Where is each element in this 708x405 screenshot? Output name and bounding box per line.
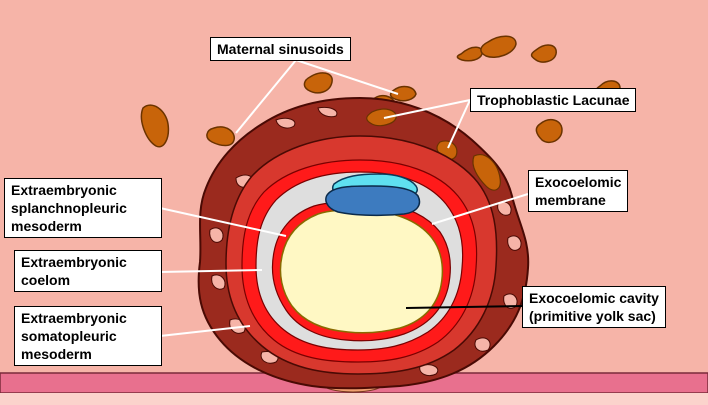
leader-line-trophoblastic-lacunae-right <box>447 99 471 149</box>
maternal-sinusoid <box>140 104 170 148</box>
lacunar-space <box>474 337 491 352</box>
maternal-sinusoid <box>456 46 483 62</box>
label-text-line: splanchnopleuric <box>11 200 127 216</box>
label-text-line: somatopleuric <box>21 328 117 344</box>
trophoblastic-lacunae-group <box>366 108 501 191</box>
leader-line-coelom <box>159 269 263 273</box>
label-text-line: Exocoelomic <box>535 174 622 190</box>
leader-line-trophoblastic-lacunae-left <box>383 99 471 119</box>
trophoblastic-lacuna <box>472 154 501 191</box>
label-text-line: mesoderm <box>11 218 82 234</box>
maternal-sinusoid <box>535 119 563 144</box>
leader-line-splanchnopleuric <box>159 207 287 237</box>
label-text-line: Extraembryonic <box>21 254 127 270</box>
label-text-line: membrane <box>535 192 606 208</box>
lacunar-space <box>275 117 296 129</box>
label-text-line: (primitive yolk sac) <box>529 308 656 324</box>
lacunar-space <box>209 227 224 243</box>
lacunar-space <box>317 107 338 118</box>
label-text-line: coelom <box>21 272 71 288</box>
label-extraembryonic-coelom: Extraembryonic coelom <box>14 250 162 292</box>
lacunar-space <box>211 274 226 290</box>
leader-line-exocoelomic-cavity <box>405 305 525 309</box>
label-extraembryonic-somatopleuric-mesoderm: Extraembryonic somatopleuric mesoderm <box>14 306 162 366</box>
label-text: Maternal sinusoids <box>217 41 344 57</box>
bilaminar-embryonic-disc <box>325 185 421 217</box>
maternal-sinusoid <box>206 126 235 147</box>
label-text-line: mesoderm <box>21 346 92 362</box>
leader-lines <box>159 59 529 337</box>
maternal-sinusoid <box>530 44 557 63</box>
leader-line-somatopleuric <box>159 325 251 337</box>
lacunar-space <box>507 235 522 251</box>
label-text-line: Extraembryonic <box>11 182 117 198</box>
maternal-sinusoid <box>389 85 417 102</box>
label-exocoelomic-cavity: Exocoelomic cavity (primitive yolk sac) <box>522 286 666 328</box>
exocoelomic-cavity <box>279 209 444 334</box>
leader-line-maternal-sinusoids-right <box>295 59 399 95</box>
maternal-sinusoid <box>303 72 333 94</box>
label-maternal-sinusoids: Maternal sinusoids <box>210 37 351 61</box>
label-trophoblastic-lacunae: Trophoblastic Lacunae <box>470 88 637 112</box>
lacunar-spaces <box>209 107 522 377</box>
leader-line-maternal-sinusoids-left <box>235 59 297 134</box>
trophoblastic-lacuna <box>366 108 397 127</box>
lacunar-space <box>419 364 439 377</box>
label-extraembryonic-splanchnopleuric-mesoderm: Extraembryonic splanchnopleuric mesoderm <box>4 178 162 238</box>
uterine-lumen <box>0 393 708 405</box>
maternal-sinusoid <box>480 35 517 58</box>
label-text: Trophoblastic Lacunae <box>477 92 630 108</box>
label-text-line: Exocoelomic cavity <box>529 290 659 306</box>
label-exocoelomic-membrane: Exocoelomic membrane <box>528 170 629 212</box>
coelom-pocket-left <box>262 238 280 312</box>
leader-line-exocoelomic-membrane <box>431 193 529 225</box>
label-text-line: Extraembryonic <box>21 310 127 326</box>
